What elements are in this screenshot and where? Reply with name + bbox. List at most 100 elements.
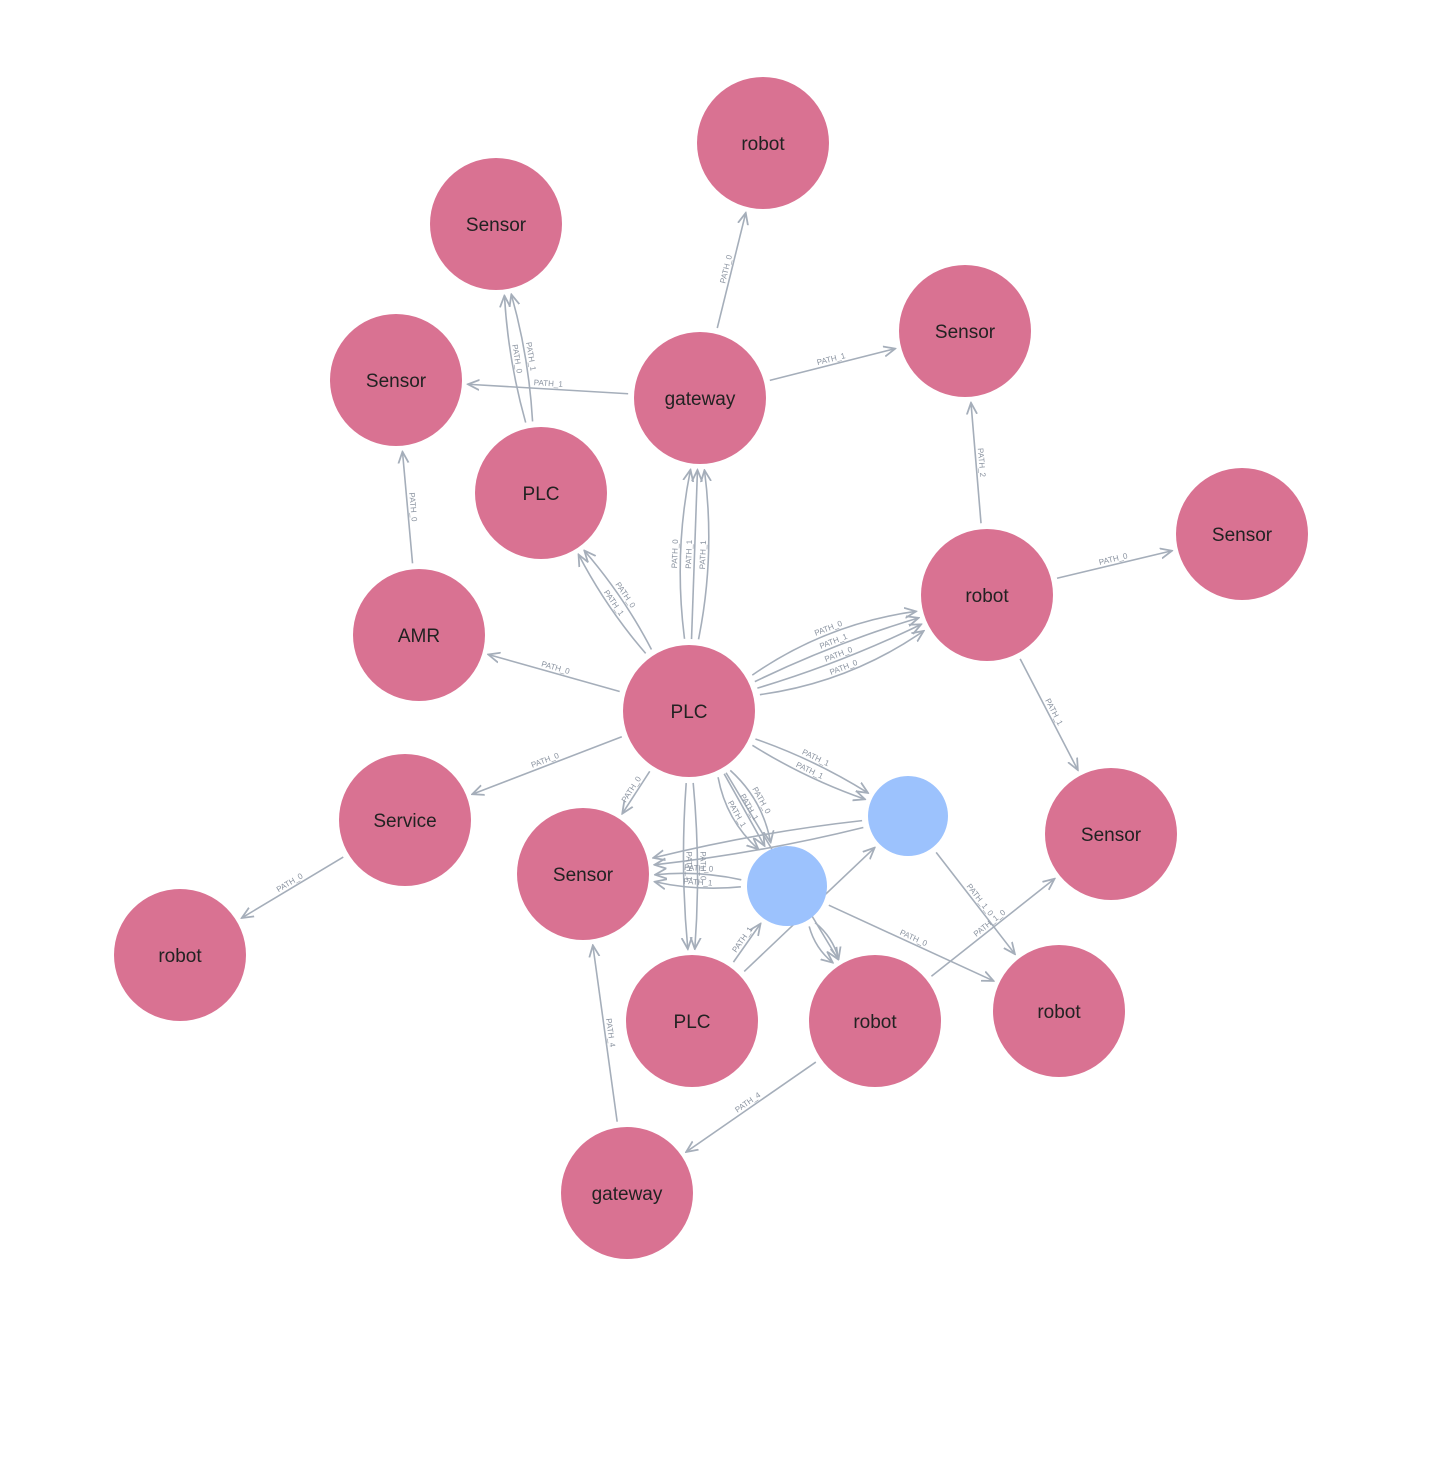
node-label: Sensor [553,865,614,886]
node-plc-center[interactable]: PLC [623,645,755,777]
edge-n_plc_center-to-n_service[interactable] [472,736,623,794]
edge-n_plc_center-to-n_blue_b[interactable] [717,777,758,849]
edge-label: PATH_4 [604,1018,617,1049]
edge-n_plc_center-to-n_robot_right[interactable] [754,618,919,683]
edge-label: PATH_1 [534,378,564,389]
edge-n_plc_center-to-n_sensor_center[interactable] [622,770,651,813]
edge-label: PATH_2 [976,448,987,478]
node-circle[interactable] [114,889,246,1021]
node-plc-lower[interactable]: PLC [626,955,758,1087]
edge-n_plc_center-to-n_gateway[interactable] [690,470,698,640]
node-circle[interactable] [1176,468,1308,600]
node-circle[interactable] [809,955,941,1087]
edge-n_plc_center-to-n_blue_a[interactable] [751,744,865,799]
edge-n_plc_center-to-n_plc_upper[interactable] [579,555,647,654]
node-circle[interactable] [475,427,607,559]
node-label: PLC [674,1012,711,1033]
node-circle[interactable] [623,645,755,777]
node-sensor-lower-right[interactable]: Sensor [1045,768,1177,900]
edge-n_plc_center-to-n_gateway[interactable] [697,470,709,640]
node-gateway[interactable]: gateway [634,332,766,464]
edge-n_plc_center-to-n_blue_b[interactable] [729,769,770,842]
edge-n_plc_upper-to-n_sensor_top[interactable] [511,294,534,422]
node-circle[interactable] [626,955,758,1087]
edge-n_gateway_bottom-to-n_sensor_center[interactable] [593,945,618,1122]
node-circle[interactable] [330,314,462,446]
edge-n_plc_center-to-n_robot_right[interactable] [759,631,924,696]
edge-n_blue_b-to-n_robot_lower_right[interactable] [828,904,994,981]
edge-label: PATH_0 [407,492,419,522]
edge-n_plc_center-to-n_plc_lower[interactable] [683,782,687,949]
edge-n_plc_center-to-n_robot_right[interactable] [757,624,921,689]
node-circle[interactable] [430,158,562,290]
edge-n_plc_center-to-n_blue_a[interactable] [755,738,868,793]
node-sensor-left[interactable]: Sensor [330,314,462,446]
node-circle[interactable] [697,77,829,209]
edge-n_plc_center-to-n_plc_upper[interactable] [584,551,653,650]
nodes-layer: robotSensorSensorgatewaySensorPLCSensorr… [114,77,1308,1259]
edge-label: PATH_1_0 [965,882,996,918]
edge-n_plc_center-to-n_gateway[interactable] [679,470,690,639]
edge-n_plc_upper-to-n_sensor_top[interactable] [504,296,527,423]
edge-label: PATH_1 [683,877,713,888]
edge-n_plc_center-to-n_amr[interactable] [488,655,620,693]
edge-n_gateway-to-n_sensor_right[interactable] [769,349,895,382]
node-label: Sensor [1081,825,1142,846]
edge-n_gateway-to-n_sensor_left[interactable] [468,384,629,395]
edge-n_robot_lower-to-n_gateway_bottom[interactable] [686,1061,817,1152]
edge-label: PATH_0 [698,851,707,881]
edge-label: PATH_0 [684,863,714,874]
node-robot-lower-right[interactable]: robot [993,945,1125,1077]
node-circle[interactable] [339,754,471,886]
node-label: PLC [523,484,560,505]
edge-n_service-to-n_robot_left[interactable] [242,856,344,918]
node-label: AMR [398,626,440,647]
node-sensor-center[interactable]: Sensor [517,808,649,940]
node-sensor-far-right[interactable]: Sensor [1176,468,1308,600]
node-circle[interactable] [561,1127,693,1259]
node-plc-upper[interactable]: PLC [475,427,607,559]
node-robot-top[interactable]: robot [697,77,829,209]
edge-n_plc_center-to-n_plc_lower[interactable] [693,782,697,949]
node-label: robot [965,586,1009,607]
node-blue-b[interactable] [747,846,827,926]
node-robot-right[interactable]: robot [921,529,1053,661]
node-circle[interactable] [353,569,485,701]
node-label: gateway [592,1184,663,1205]
node-circle[interactable] [1045,768,1177,900]
node-label: Sensor [466,215,527,236]
node-label: robot [1037,1002,1081,1023]
node-label: Sensor [1212,525,1273,546]
edge-n_plc_lower-to-n_blue_b[interactable] [732,924,760,963]
edge-n_robot_right-to-n_sensor_far_right[interactable] [1056,551,1172,580]
node-service[interactable]: Service [339,754,471,886]
node-robot-lower[interactable]: robot [809,955,941,1087]
edge-n_robot_right-to-n_sensor_lower_right[interactable] [1019,658,1078,770]
edge-n_robot_lower-to-n_sensor_lower_right[interactable] [930,879,1054,977]
edge-n_gateway-to-n_robot_top[interactable] [716,213,745,329]
node-sensor-top[interactable]: Sensor [430,158,562,290]
node-circle[interactable] [747,846,827,926]
node-circle[interactable] [517,808,649,940]
edge-label: PATH_1 [698,540,708,570]
edge-n_amr-to-n_sensor_left[interactable] [402,452,414,564]
node-circle[interactable] [868,776,948,856]
edge-n_robot_right-to-n_sensor_right[interactable] [971,403,982,524]
node-circle[interactable] [993,945,1125,1077]
edge-n_plc_center-to-n_blue_b[interactable] [723,773,764,846]
edge-n_plc_center-to-n_robot_right[interactable] [751,611,916,676]
node-circle[interactable] [921,529,1053,661]
node-sensor-right[interactable]: Sensor [899,265,1031,397]
node-circle[interactable] [634,332,766,464]
edge-label: PATH_0 [670,539,680,569]
node-amr[interactable]: AMR [353,569,485,701]
edge-label: PATH_1 [684,539,694,569]
edge-n_blue_a-to-n_robot_lower_right[interactable] [935,851,1015,954]
node-circle[interactable] [899,265,1031,397]
node-gateway-bottom[interactable]: gateway [561,1127,693,1259]
node-blue-a[interactable] [868,776,948,856]
node-label: robot [741,134,785,155]
node-robot-left[interactable]: robot [114,889,246,1021]
edge-n_blue_b-to-n_sensor_center[interactable] [655,873,742,881]
